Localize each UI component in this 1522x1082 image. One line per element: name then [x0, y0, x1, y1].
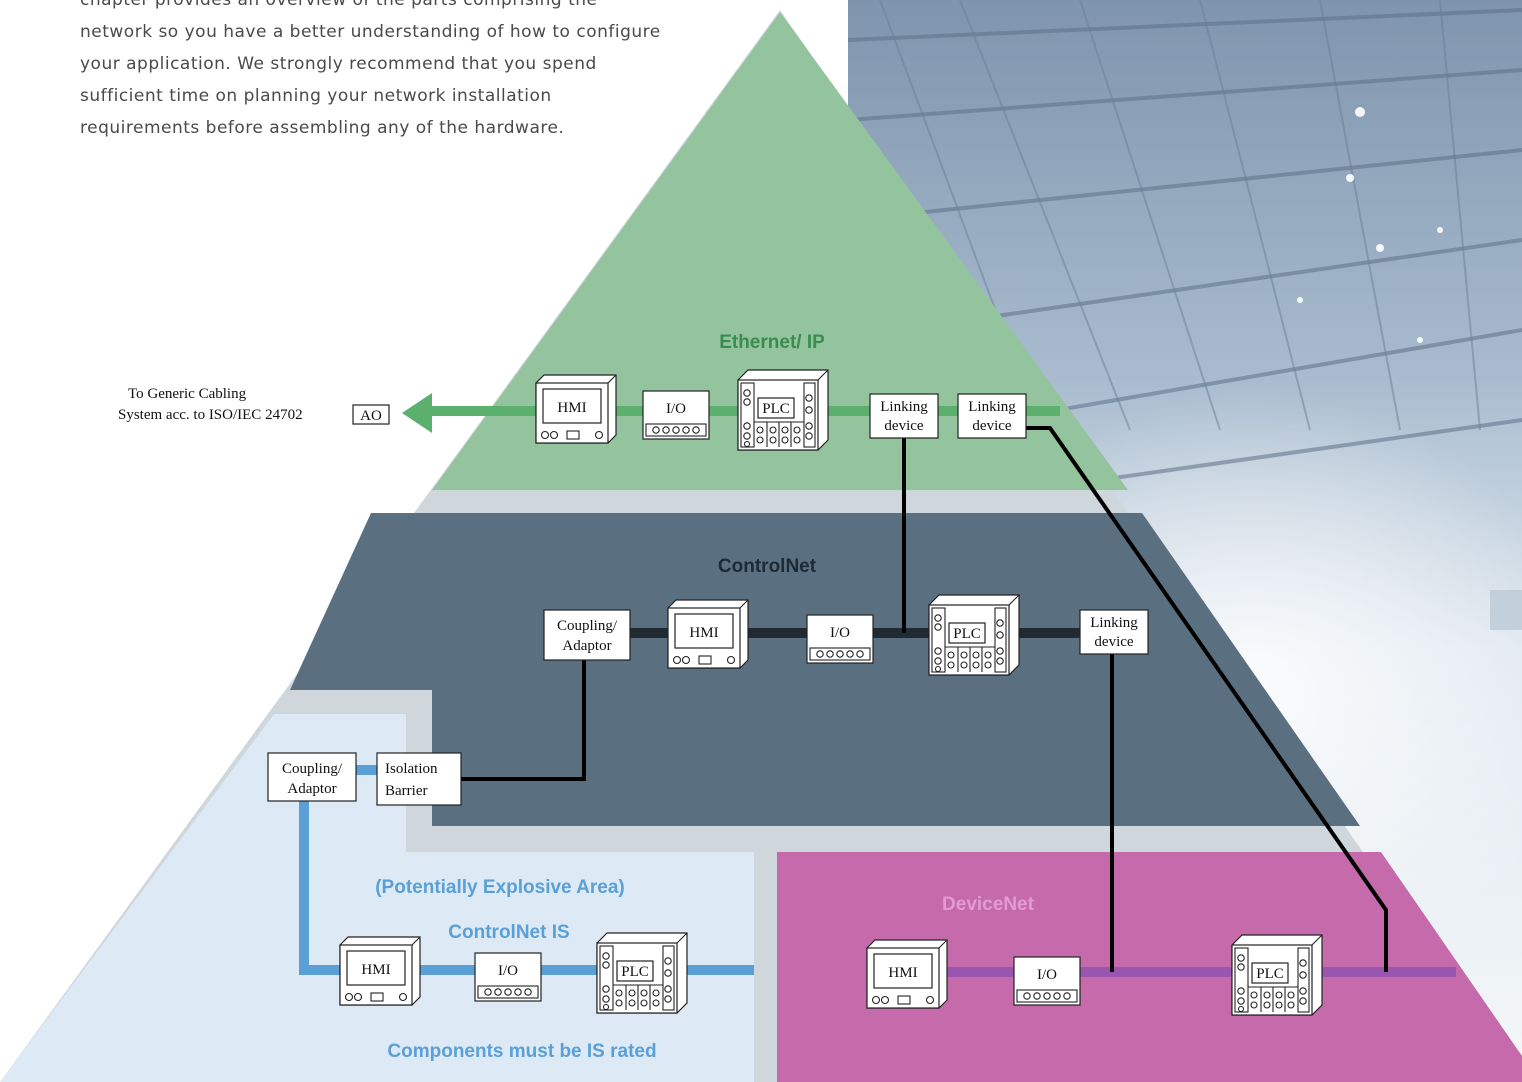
external-cabling-label-line1: To Generic Cabling: [128, 386, 247, 402]
hmi-label: HMI: [557, 400, 586, 416]
hmi-label: HMI: [689, 625, 718, 641]
devicenet-title: DeviceNet: [942, 894, 1035, 915]
intro-line: chapter provides an overview of the part…: [80, 0, 598, 10]
plc-device: PLC: [737, 369, 829, 451]
linking-label: device: [884, 418, 923, 434]
isolation-label: Isolation: [385, 761, 438, 777]
plc-label: PLC: [953, 626, 981, 642]
hmi-device: HMI: [667, 599, 749, 669]
io-label: I/O: [498, 963, 518, 979]
ethernet-layer: [432, 12, 1128, 490]
hmi-device: HMI: [339, 936, 421, 1006]
intro-line: network so you have a better understandi…: [80, 22, 661, 42]
ao-box: [352, 404, 390, 425]
linking-label: Linking: [968, 399, 1016, 415]
coupling-label: Adaptor: [287, 781, 336, 797]
hmi-label: HMI: [888, 965, 917, 981]
io-label: I/O: [666, 401, 686, 417]
linking-label: Linking: [880, 399, 928, 415]
hmi-label: HMI: [361, 962, 390, 978]
controlnet-is-title: ControlNet IS: [448, 922, 569, 943]
plc-label: PLC: [621, 964, 649, 980]
intro-line: your application. We strongly recommend …: [80, 54, 597, 74]
linking-device: Linking device: [1079, 609, 1149, 655]
linking-device: Linking device: [957, 393, 1027, 439]
plc-device: PLC: [1231, 934, 1323, 1016]
plc-label: PLC: [762, 401, 790, 417]
io-module: I/O: [806, 614, 874, 664]
isolation-label: Barrier: [385, 783, 427, 799]
linking-label: Linking: [1090, 615, 1138, 631]
linking-label: device: [1094, 634, 1133, 650]
coupling-label: Coupling/: [557, 618, 618, 634]
io-module: I/O: [642, 390, 710, 440]
ao-label: AO: [360, 408, 382, 424]
io-module: I/O: [474, 952, 542, 1002]
plc-device: PLC: [596, 932, 688, 1014]
isolation-barrier: Isolation Barrier: [376, 752, 462, 806]
controlnet-layer: [290, 513, 1360, 826]
coupling-adaptor: Coupling/ Adaptor: [543, 609, 631, 661]
io-label: I/O: [830, 625, 850, 641]
controlnet-title: ControlNet: [718, 556, 817, 577]
coupling-label: Coupling/: [282, 761, 343, 777]
ethernet-title: Ethernet/ IP: [719, 332, 825, 353]
io-label: I/O: [1037, 967, 1057, 983]
is-rated-footer: Components must be IS rated: [387, 1041, 656, 1062]
io-module: I/O: [1013, 956, 1081, 1006]
intro-paragraph: chapter provides an overview of the part…: [80, 0, 700, 144]
hmi-device: HMI: [535, 374, 617, 444]
controlnet-is-layer: [0, 714, 754, 1082]
explosive-area-label: (Potentially Explosive Area): [375, 877, 625, 898]
linking-device: Linking device: [869, 393, 939, 439]
coupling-adaptor: Coupling/ Adaptor: [267, 752, 357, 802]
intro-line: sufficient time on planning your network…: [80, 86, 552, 106]
intro-line: requirements before assembling any of th…: [80, 118, 565, 138]
plc-device: PLC: [928, 594, 1020, 676]
coupling-label: Adaptor: [562, 638, 611, 654]
ethernet-arrow: [402, 393, 432, 433]
plc-label: PLC: [1256, 966, 1284, 982]
external-cabling-label-line2: System acc. to ISO/IEC 24702: [118, 407, 303, 423]
linking-label: device: [972, 418, 1011, 434]
hmi-device: HMI: [866, 939, 948, 1009]
